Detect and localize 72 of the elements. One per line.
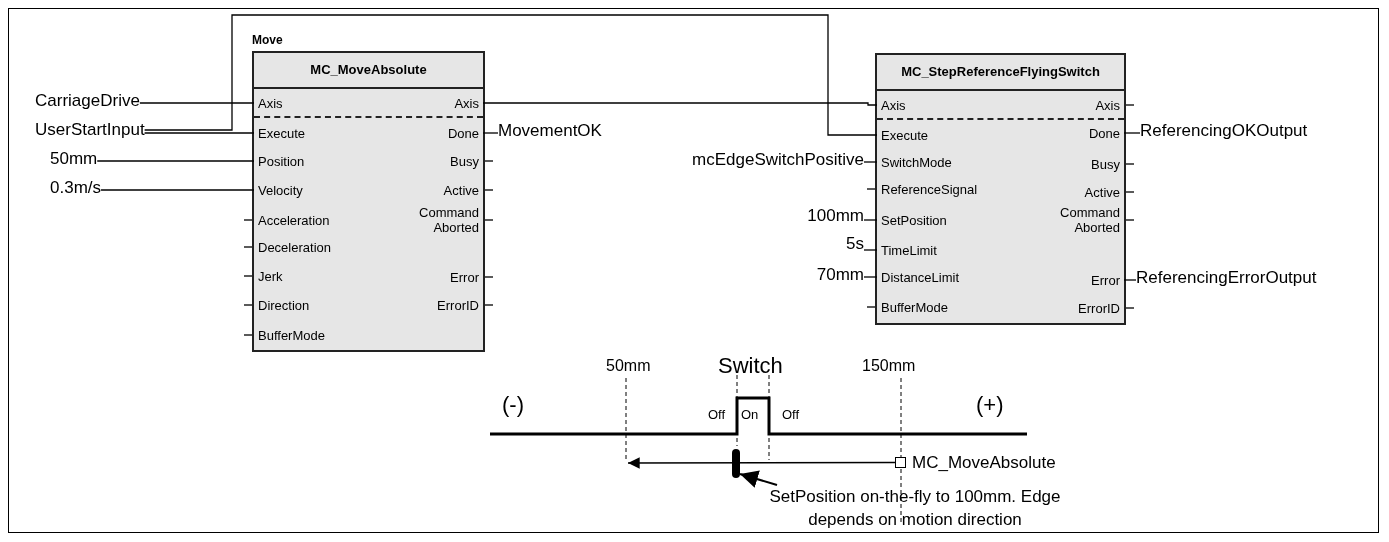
input-pin-label: Acceleration: [254, 212, 334, 228]
input-pin-label: Execute: [877, 127, 932, 143]
input-pin-label: Deceleration: [254, 239, 335, 255]
output-pin-label: Error: [1087, 272, 1124, 288]
state-label: Off: [782, 407, 800, 423]
position-marker: [895, 457, 906, 468]
marker-caption: MC_MoveAbsolute: [912, 453, 1056, 473]
connector-line: [139, 102, 255, 104]
block-title: MC_MoveAbsolute: [254, 53, 483, 89]
input-pin-label: DistanceLimit: [877, 269, 964, 285]
value-label: ReferencingOKOutput: [1140, 121, 1308, 141]
switch-edge-marker: [732, 449, 740, 478]
output-pin-label: Axis: [450, 95, 483, 111]
input-pin-label: BufferMode: [877, 299, 952, 315]
input-pin-label: BufferMode: [254, 327, 329, 343]
connector-line: [143, 14, 878, 136]
output-pin-label: Axis: [1091, 97, 1124, 113]
state-label: Off: [708, 407, 726, 423]
value-label: UserStartInput: [35, 120, 145, 140]
output-pin-label: Command Aborted: [1046, 205, 1124, 235]
state-label: On: [741, 407, 759, 423]
output-pin-label: Error: [446, 269, 483, 285]
switch-label: Switch: [718, 352, 783, 380]
connector-line: [100, 189, 255, 191]
dimension-label: 150mm: [862, 356, 916, 376]
connector-line: [1123, 132, 1141, 134]
output-pin-label: Active: [1080, 184, 1124, 200]
output-pin-label: ErrorID: [433, 297, 483, 313]
input-pin-label: ReferenceSignal: [877, 181, 982, 197]
note-text: SetPosition on-the-fly to 100mm. Edge depends on motion direction: [765, 485, 1065, 531]
output-pin-label: Busy: [1087, 156, 1124, 172]
direction-sign: (+): [976, 391, 1004, 419]
input-pin-label: Direction: [254, 297, 314, 313]
block-title: MC_StepReferenceFlyingSwitch: [877, 55, 1124, 91]
connector-line: [482, 102, 878, 106]
input-pin-label: Execute: [254, 125, 309, 141]
connector-line: [863, 161, 878, 163]
value-label: ReferencingErrorOutput: [1136, 268, 1317, 288]
output-pin-label: Done: [1084, 125, 1124, 141]
output-pin-label: Active: [439, 182, 483, 198]
value-label: mcEdgeSwitchPositive: [692, 150, 864, 170]
instance-name: Move: [252, 33, 283, 47]
value-label: 0.3m/s: [50, 178, 102, 198]
input-pin-label: TimeLimit: [877, 242, 941, 258]
direction-sign: (-): [502, 391, 524, 419]
connector-line: [863, 249, 878, 251]
input-pin-label: Axis: [254, 95, 287, 111]
connector-line: [482, 132, 499, 134]
dimension-label: 50mm: [606, 356, 651, 376]
output-pin-label: Command Aborted: [405, 205, 483, 235]
connector-line: [863, 219, 878, 221]
motion-arrow: [627, 457, 896, 469]
connector-line: [143, 132, 255, 134]
value-label: 70mm: [816, 265, 864, 285]
output-pin-label: Busy: [446, 153, 483, 169]
input-pin-label: Jerk: [254, 268, 287, 284]
leader-line: [739, 470, 778, 488]
connector-line: [96, 160, 255, 162]
input-pin-label: Axis: [877, 97, 910, 113]
input-pin-label: SetPosition: [877, 212, 951, 228]
connector-line: [863, 276, 878, 278]
value-label: 100mm: [807, 206, 864, 226]
input-pin-label: Velocity: [254, 182, 307, 198]
output-pin-label: ErrorID: [1074, 300, 1124, 316]
input-pin-label: SwitchMode: [877, 154, 956, 170]
input-pin-label: Position: [254, 153, 309, 169]
connector-line: [1123, 279, 1137, 281]
value-label: 5s: [846, 234, 864, 254]
output-pin-label: Done: [443, 125, 483, 141]
value-label: MovementOK: [498, 121, 602, 141]
value-label: 50mm: [50, 149, 98, 169]
value-label: CarriageDrive: [35, 91, 140, 111]
